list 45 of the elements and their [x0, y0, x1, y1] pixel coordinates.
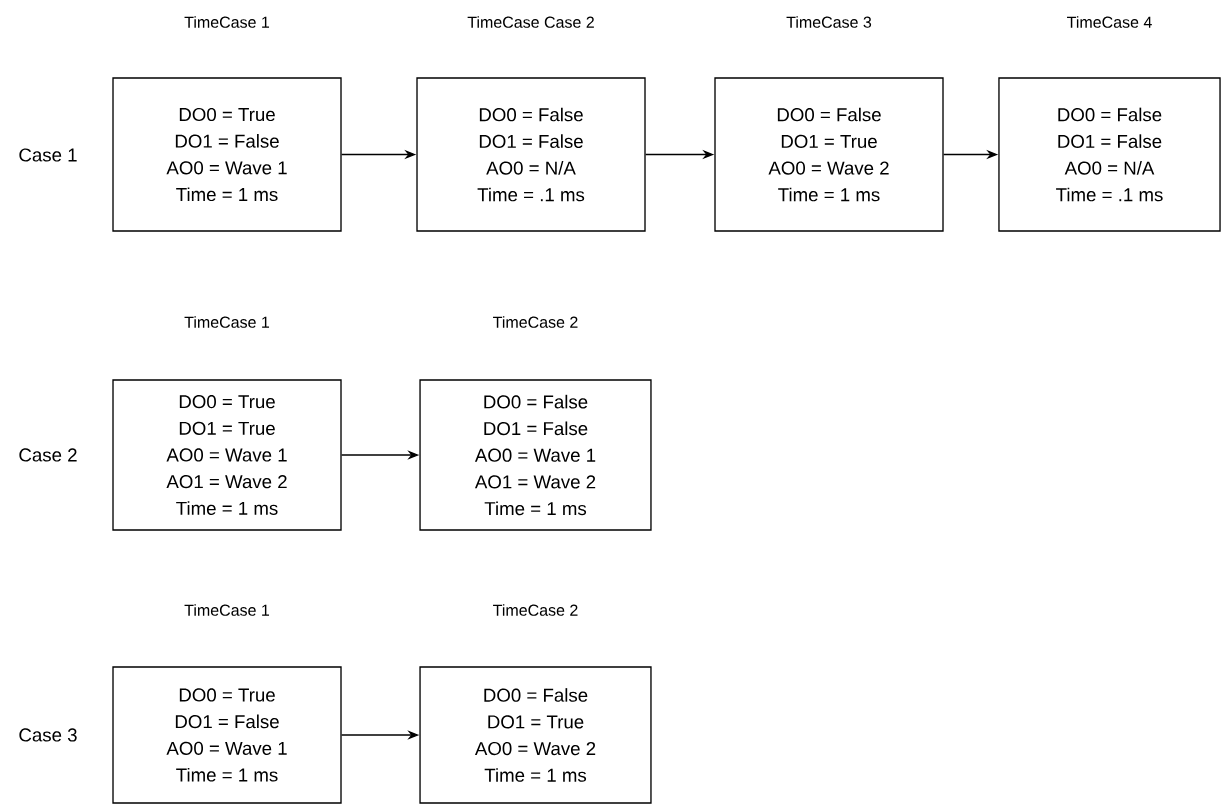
state-line: AO0 = Wave 1	[166, 161, 287, 175]
state-line: AO0 = N/A	[486, 161, 576, 175]
state-line: AO0 = Wave 1	[166, 448, 287, 462]
timecase-heading: TimeCase 2	[493, 604, 578, 616]
state-line: DO1 = False	[175, 714, 279, 729]
state-line: DO1 = True	[488, 715, 584, 729]
state-line: DO0 = False	[484, 394, 588, 409]
state-line: AO0 = Wave 2	[768, 161, 889, 175]
state-line: Time = .1 ms	[1056, 187, 1163, 202]
state-line: DO1 = True	[179, 421, 275, 435]
state-line: AO0 = Wave 1	[474, 448, 596, 462]
state-line: AO0 = Wave 1	[166, 741, 287, 755]
state-line: DO0 = True	[179, 688, 275, 702]
state-line: Time = 1 ms	[484, 768, 587, 782]
state-line: DO1 = False	[175, 134, 279, 148]
state-line: Time = .1 ms	[477, 187, 585, 202]
state-line: Time = 1 ms	[778, 187, 880, 202]
state-line: AO1 = Wave 2	[166, 475, 287, 489]
timecase-heading: TimeCase 4	[1067, 16, 1152, 28]
state-line: DO0 = False	[1058, 107, 1162, 122]
timecase-heading: TimeCase Case 2	[467, 16, 594, 28]
state-line: Time = 1 ms	[484, 501, 587, 516]
case-label: Case 2	[19, 448, 77, 462]
state-line: AO0 = N/A	[1064, 161, 1155, 175]
timecase-heading: TimeCase 2	[493, 316, 578, 328]
state-line: DO0 = False	[777, 107, 881, 122]
state-line: Time = 1 ms	[176, 767, 278, 782]
state-line: Time = 1 ms	[176, 501, 278, 515]
timecase-heading: TimeCase 1	[184, 604, 270, 616]
case-label: Case 3	[19, 728, 77, 742]
state-line: DO1 = False	[479, 134, 583, 149]
state-line: DO0 = True	[179, 107, 275, 122]
state-line: AO0 = Wave 2	[474, 741, 596, 756]
timecase-heading: TimeCase 1	[184, 16, 270, 28]
timecase-heading: TimeCase 1	[184, 316, 270, 328]
state-line: AO1 = Wave 2	[474, 475, 596, 489]
state-line: DO1 = False	[1058, 134, 1162, 149]
timecase-heading: TimeCase 3	[786, 16, 872, 28]
state-line: DO0 = False	[479, 107, 583, 122]
state-line: DO0 = False	[484, 688, 588, 702]
state-line: Time = 1 ms	[176, 187, 278, 202]
state-line: DO1 = True	[781, 134, 877, 149]
state-line: DO0 = True	[179, 395, 275, 409]
case-label: Case 1	[19, 148, 77, 162]
state-line: DO1 = False	[484, 421, 588, 436]
